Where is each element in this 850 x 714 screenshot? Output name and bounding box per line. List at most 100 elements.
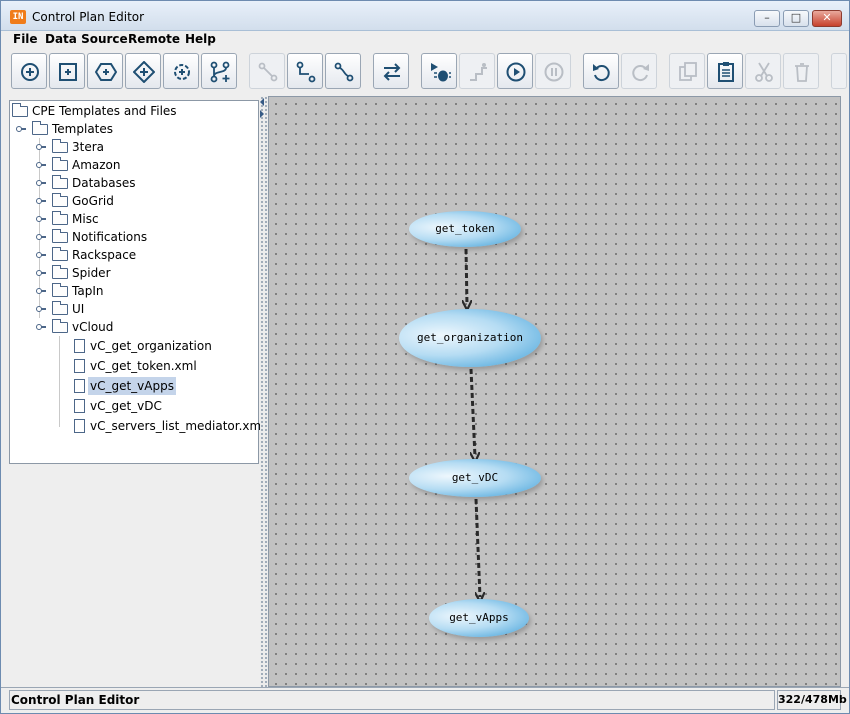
folder-icon <box>12 103 28 117</box>
folder-icon <box>52 283 68 297</box>
add-fork-button[interactable] <box>201 53 237 89</box>
tree-collapsed-handle-icon[interactable] <box>36 288 46 294</box>
delete-button[interactable] <box>783 53 819 89</box>
menu-bar: File Data Source Remote Help <box>1 31 849 49</box>
file-icon <box>74 399 85 413</box>
tree-folder-label: Notifications <box>72 230 148 244</box>
tree-collapsed-handle-icon[interactable] <box>36 162 46 168</box>
connect-diagonal-icon <box>334 62 354 82</box>
add-start-node-button[interactable] <box>11 53 47 89</box>
expand-right-arrow-icon[interactable] <box>260 110 264 118</box>
tree-folder-label: UI <box>72 302 85 316</box>
clipboard-icon <box>718 62 734 82</box>
cut-button[interactable] <box>745 53 781 89</box>
node-get-token[interactable]: get_token <box>409 211 521 247</box>
tree-expand-handle-icon[interactable] <box>16 126 26 132</box>
step-button[interactable] <box>459 53 495 89</box>
link-icon <box>258 62 278 82</box>
tree-collapsed-handle-icon[interactable] <box>36 216 46 222</box>
menu-remote[interactable]: Remote <box>128 32 181 46</box>
connect-nodes-button[interactable] <box>287 53 323 89</box>
tree-templates-label: Templates <box>52 122 114 136</box>
debug-play-icon <box>431 63 451 82</box>
undo-icon <box>593 64 610 82</box>
title-bar[interactable]: IN Control Plan Editor – □ ✕ <box>1 1 849 31</box>
folder-icon <box>52 247 68 261</box>
play-button[interactable] <box>497 53 533 89</box>
tree-folder-label: TapIn <box>72 284 104 298</box>
tree-collapsed-handle-icon[interactable] <box>36 234 46 240</box>
undo-button[interactable] <box>583 53 619 89</box>
edge-get-organization-to-get-vdc <box>469 368 475 457</box>
collapse-left-arrow-icon[interactable] <box>260 98 264 106</box>
tree-collapsed-handle-icon[interactable] <box>36 306 46 312</box>
redo-button[interactable] <box>621 53 657 89</box>
tree-collapsed-handle-icon[interactable] <box>36 270 46 276</box>
tree-expand-handle-icon[interactable] <box>36 324 46 330</box>
close-button[interactable]: ✕ <box>812 10 842 27</box>
gear-plus-icon <box>174 64 190 80</box>
pause-button[interactable] <box>535 53 571 89</box>
tree-folder-label: Amazon <box>72 158 121 172</box>
menu-data-source[interactable]: Data Source <box>45 32 128 46</box>
splitter-handle[interactable] <box>260 96 268 687</box>
status-bar: Control Plan Editor 322/478Mb <box>1 687 849 713</box>
status-text: Control Plan Editor <box>9 690 775 710</box>
file-icon <box>74 379 85 393</box>
tree-file-label: vC_get_token.xml <box>90 359 197 373</box>
copy-icon <box>679 62 697 81</box>
edge-get-vdc-to-get-vapps <box>474 498 480 597</box>
toolbar-overflow-button[interactable] <box>831 53 847 89</box>
maximize-button[interactable]: □ <box>783 10 809 27</box>
tree-collapsed-handle-icon[interactable] <box>36 198 46 204</box>
scissors-icon <box>755 62 773 82</box>
folder-icon <box>52 229 68 243</box>
folder-icon <box>52 211 68 225</box>
tree-file-label: vC_servers_list_mediator.xml <box>90 419 265 433</box>
step-icon <box>470 63 487 81</box>
tree-root-label: CPE Templates and Files <box>32 104 177 118</box>
tree-folder-label: Rackspace <box>72 248 137 262</box>
node-get-organization[interactable]: get_organization <box>399 309 541 367</box>
fork-plus-icon <box>210 61 230 83</box>
redo-icon <box>632 64 649 82</box>
diagram-canvas[interactable]: get_token get_organization get_vDC get_v… <box>268 96 841 687</box>
swap-arrows-icon <box>383 63 401 81</box>
file-icon <box>74 359 85 373</box>
node-get-vapps[interactable]: get_vApps <box>429 599 529 637</box>
edge-get-token-to-get-organization <box>466 248 467 305</box>
link-tool-button[interactable] <box>249 53 285 89</box>
minimize-button[interactable]: – <box>754 10 780 27</box>
folder-icon <box>52 265 68 279</box>
folder-icon <box>52 193 68 207</box>
menu-help[interactable]: Help <box>185 32 216 46</box>
tree-folder-label: 3tera <box>72 140 105 154</box>
connect-icon <box>296 61 316 83</box>
menu-file[interactable]: File <box>13 32 38 46</box>
folder-icon <box>52 175 68 189</box>
node-label: get_organization <box>417 331 523 344</box>
app-logo-icon: IN <box>10 10 26 24</box>
add-hexagon-node-button[interactable] <box>87 53 123 89</box>
tree-collapsed-handle-icon[interactable] <box>36 144 46 150</box>
tree-file-label: vC_get_organization <box>90 339 212 353</box>
paste-button[interactable] <box>707 53 743 89</box>
tree-file-label: vC_get_vApps <box>88 377 176 395</box>
connect-diagonal-button[interactable] <box>325 53 361 89</box>
swap-button[interactable] <box>373 53 409 89</box>
add-task-node-button[interactable] <box>49 53 85 89</box>
copy-button[interactable] <box>669 53 705 89</box>
add-gear-node-button[interactable] <box>163 53 199 89</box>
memory-usage: 322/478Mb <box>777 690 847 710</box>
debug-run-button[interactable] <box>421 53 457 89</box>
tree-collapsed-handle-icon[interactable] <box>36 252 46 258</box>
tree-file-label: vC_get_vDC <box>90 399 162 413</box>
folder-icon <box>32 121 48 135</box>
add-decision-node-button[interactable] <box>125 53 161 89</box>
window-title: Control Plan Editor <box>32 10 145 24</box>
file-icon <box>74 419 85 433</box>
tree-collapsed-handle-icon[interactable] <box>36 180 46 186</box>
node-get-vdc[interactable]: get_vDC <box>409 459 541 497</box>
tree-folder-label: vCloud <box>72 320 114 334</box>
template-tree: CPE Templates and Files Templates 3tera … <box>9 100 265 464</box>
